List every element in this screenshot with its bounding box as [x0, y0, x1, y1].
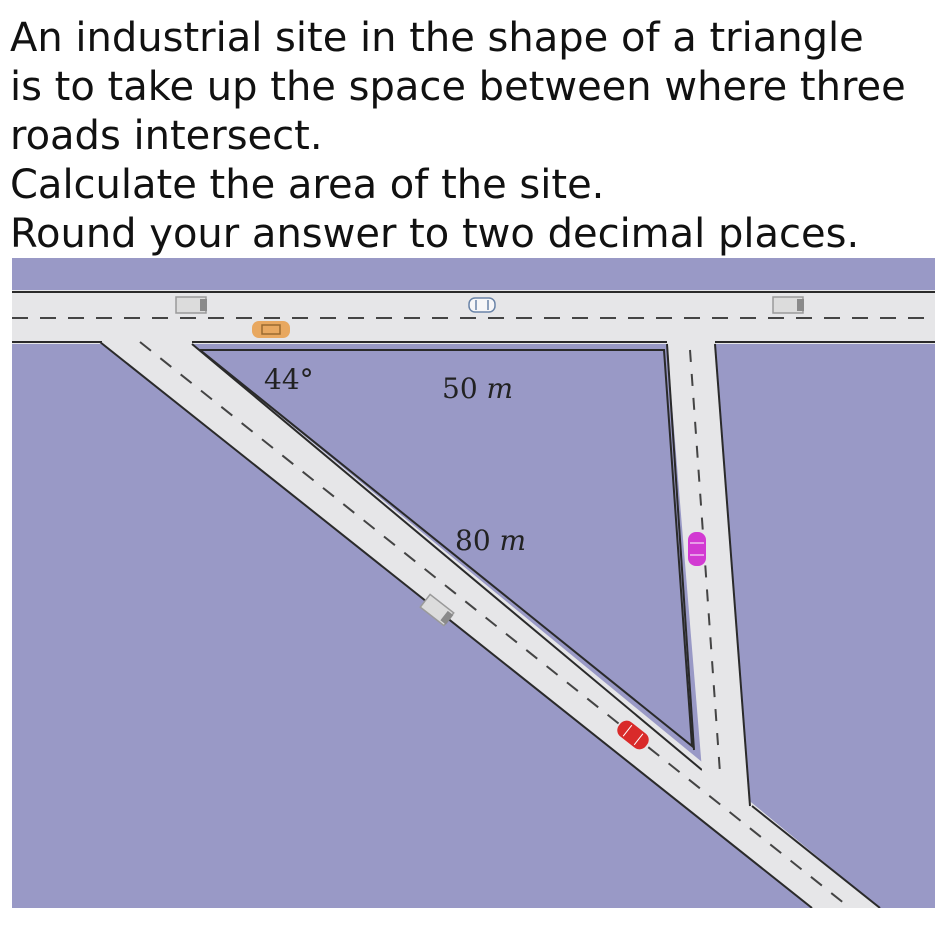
side-label-50: 50 m: [442, 372, 513, 405]
car-grey-2: [772, 296, 804, 314]
question-text: An industrial site in the shape of a tri…: [10, 14, 945, 259]
side-label-80: 80 m: [455, 524, 526, 557]
car-grey-diagonal: [419, 593, 455, 627]
question-line-1: An industrial site in the shape of a tri…: [10, 15, 864, 61]
car-grey-1: [175, 296, 207, 314]
car-magenta: [688, 532, 706, 566]
question-line-5: Round your answer to two decimal places.: [10, 211, 860, 257]
vertical-road: [666, 343, 751, 807]
diagonal-road: [99, 341, 881, 908]
car-white: [468, 297, 496, 313]
question-line-3: roads intersect.: [10, 113, 323, 159]
question-line-4: Calculate the area of the site.: [10, 162, 605, 208]
industrial-site-triangle: [197, 349, 694, 749]
angle-label: 44°: [264, 363, 314, 396]
car-orange: [252, 321, 290, 338]
road-map-diagram: 44° 50 m 80 m: [12, 258, 935, 908]
question-line-2: is to take up the space between where th…: [10, 64, 906, 110]
car-red: [617, 720, 649, 750]
